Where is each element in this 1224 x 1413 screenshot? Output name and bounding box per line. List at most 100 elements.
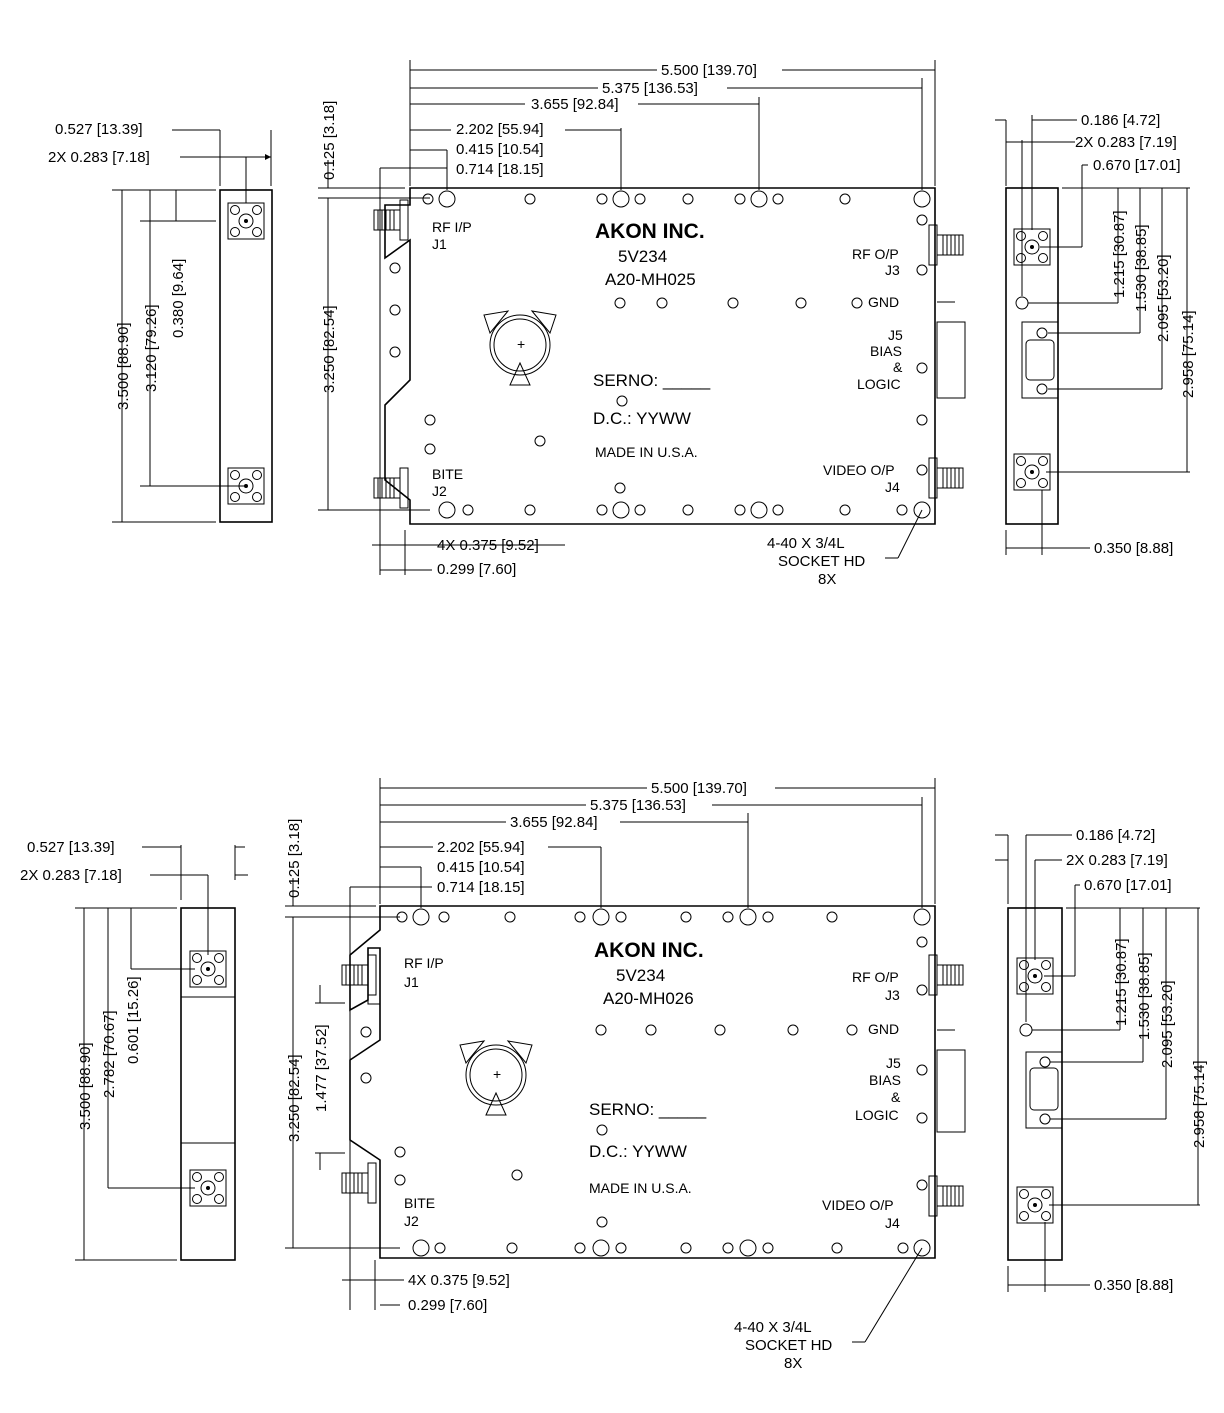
dim-conn-offset-r-b: 2X 0.283 [7.19] — [1066, 852, 1168, 869]
dim-video: 2.958 [75.14] — [1180, 310, 1197, 398]
bite-label-b: BITE — [404, 1195, 435, 1211]
front-view-b: AKON INC. 5V234 A20-MH026 RF I/P J1 BITE… — [285, 778, 966, 1372]
dim-hole-outer-b: 5.375 [136.53] — [590, 797, 686, 814]
dim-width: 0.527 [13.39] — [55, 121, 143, 138]
j1-label: J1 — [432, 236, 447, 252]
dim-hole-1: 0.415 [10.54] — [456, 141, 544, 158]
dim-rf-out: 0.670 [17.01] — [1093, 157, 1181, 174]
screw-note-1-b: 4-40 X 3/4L — [734, 1319, 812, 1336]
dc-label-b: D.C.: YYWW — [589, 1142, 687, 1161]
dim-conn-offset: 2X 0.283 [7.18] — [48, 149, 150, 166]
dim-conn-mid-b: 1.477 [37.52] — [313, 1024, 330, 1112]
left-view-b: 0.527 [13.39] 2X 0.283 [7.18] 3.500 [88.… — [20, 839, 248, 1261]
bite-label: BITE — [432, 466, 463, 482]
screw-note-1: 4-40 X 3/4L — [767, 535, 845, 552]
dim-hole-2-b: 2.202 [55.94] — [437, 839, 525, 856]
dim-dsub-bottom-b: 2.095 [53.20] — [1159, 980, 1176, 1068]
drawing-top: 0.527 [13.39] 2X 0.283 [7.18] 3.500 [88.… — [48, 60, 1197, 588]
dim-conn-top: 0.380 [9.64] — [170, 259, 187, 338]
dim-edge-b: 0.714 [18.15] — [437, 879, 525, 896]
j3-label-b: J3 — [885, 987, 900, 1003]
company-label-b: AKON INC. — [594, 939, 704, 962]
dim-overall: 5.500 [139.70] — [661, 62, 757, 79]
dim-top-offset: 0.125 [3.18] — [321, 101, 338, 180]
amp-label-b: & — [891, 1089, 901, 1105]
right-view-b: 0.186 [4.72] 2X 0.283 [7.19] 0.670 [17.0… — [995, 827, 1208, 1294]
video-label: VIDEO O/P — [823, 462, 895, 478]
j1-label-b: J1 — [404, 974, 419, 990]
part-number-label: A20-MH025 — [605, 270, 696, 289]
logic-label: LOGIC — [857, 376, 901, 392]
j5-label-b: J5 — [886, 1055, 901, 1071]
screw-note-3-b: 8X — [784, 1355, 802, 1372]
gnd-label: GND — [868, 294, 899, 310]
dim-conn-offset-r: 2X 0.283 [7.19] — [1075, 134, 1177, 151]
dim-hole-outer: 5.375 [136.53] — [602, 80, 698, 97]
j5-label: J5 — [888, 327, 903, 343]
dim-conn-top-b: 0.601 [15.26] — [125, 976, 142, 1064]
part-number-label-b: A20-MH026 — [603, 989, 694, 1008]
front-view: AKON INC. 5V234 A20-MH025 RF I/P J1 BITE… — [318, 60, 966, 588]
logic-label-b: LOGIC — [855, 1107, 899, 1123]
dim-height: 3.500 [88.90] — [115, 322, 132, 410]
dim-flange: 0.299 [7.60] — [437, 561, 516, 578]
dim-top-edge-b: 0.186 [4.72] — [1076, 827, 1155, 844]
dim-dsub-bottom: 2.095 [53.20] — [1155, 254, 1172, 342]
rf-in-label-b: RF I/P — [404, 955, 444, 971]
serno-label: SERNO: _____ — [593, 371, 711, 390]
made-label-b: MADE IN U.S.A. — [589, 1180, 692, 1196]
video-label-b: VIDEO O/P — [822, 1197, 894, 1213]
j4-label-b: J4 — [885, 1215, 900, 1231]
j4-label: J4 — [885, 479, 900, 495]
right-view: 0.186 [4.72] 2X 0.283 [7.19] 0.670 [17.0… — [995, 112, 1197, 557]
dim-hole-3: 3.655 [92.84] — [531, 96, 619, 113]
dim-flange-b: 0.299 [7.60] — [408, 1297, 487, 1314]
j2-label: J2 — [432, 483, 447, 499]
dim-width-b: 0.527 [13.39] — [27, 839, 115, 856]
model-label: 5V234 — [618, 247, 667, 266]
dim-height-front-b: 3.250 [82.54] — [286, 1054, 303, 1142]
dim-gnd: 1.215 [30.87] — [1111, 210, 1128, 298]
dim-conn-len: 4X 0.375 [9.52] — [437, 537, 539, 554]
screw-note-3: 8X — [818, 571, 836, 588]
dim-conn-offset-b: 2X 0.283 [7.18] — [20, 867, 122, 884]
made-label: MADE IN U.S.A. — [595, 444, 698, 460]
dim-overall-b: 5.500 [139.70] — [651, 780, 747, 797]
gnd-label-b: GND — [868, 1021, 899, 1037]
dim-gnd-b: 1.215 [30.87] — [1113, 938, 1130, 1026]
dim-height-b: 3.500 [88.90] — [77, 1042, 94, 1130]
bias-label: BIAS — [870, 343, 902, 359]
model-label-b: 5V234 — [616, 966, 665, 985]
dim-top-offset-b: 0.125 [3.18] — [286, 819, 303, 898]
screw-note-2-b: SOCKET HD — [745, 1337, 832, 1354]
amp-label: & — [893, 359, 903, 375]
left-view: 0.527 [13.39] 2X 0.283 [7.18] 3.500 [88.… — [48, 121, 273, 523]
rf-in-label: RF I/P — [432, 219, 472, 235]
dim-depth: 0.350 [8.88] — [1094, 540, 1173, 557]
dim-conn-spacing-b: 2.782 [70.67] — [101, 1010, 118, 1098]
dim-height-front: 3.250 [82.54] — [321, 305, 338, 393]
dim-hole-2: 2.202 [55.94] — [456, 121, 544, 138]
dim-hole-3-b: 3.655 [92.84] — [510, 814, 598, 831]
drawing-bottom: 0.527 [13.39] 2X 0.283 [7.18] 3.500 [88.… — [20, 778, 1208, 1372]
j3-label: J3 — [885, 262, 900, 278]
dim-rf-out-b: 0.670 [17.01] — [1084, 877, 1172, 894]
rf-out-label: RF O/P — [852, 246, 899, 262]
bias-label-b: BIAS — [869, 1072, 901, 1088]
dim-conn-spacing: 3.120 [79.26] — [143, 304, 160, 392]
j2-label-b: J2 — [404, 1213, 419, 1229]
dc-label: D.C.: YYWW — [593, 409, 691, 428]
serno-label-b: SERNO: _____ — [589, 1100, 707, 1119]
dim-depth-b: 0.350 [8.88] — [1094, 1277, 1173, 1294]
dim-dsub-top: 1.530 [38.85] — [1133, 224, 1150, 312]
dim-hole-1-b: 0.415 [10.54] — [437, 859, 525, 876]
dim-top-edge: 0.186 [4.72] — [1081, 112, 1160, 129]
dim-dsub-top-b: 1.530 [38.85] — [1136, 952, 1153, 1040]
dim-edge: 0.714 [18.15] — [456, 161, 544, 178]
company-label: AKON INC. — [595, 220, 705, 243]
rf-out-label-b: RF O/P — [852, 969, 899, 985]
screw-note-2: SOCKET HD — [778, 553, 865, 570]
dim-video-b: 2.958 [75.14] — [1191, 1060, 1208, 1148]
dim-conn-len-b: 4X 0.375 [9.52] — [408, 1272, 510, 1289]
